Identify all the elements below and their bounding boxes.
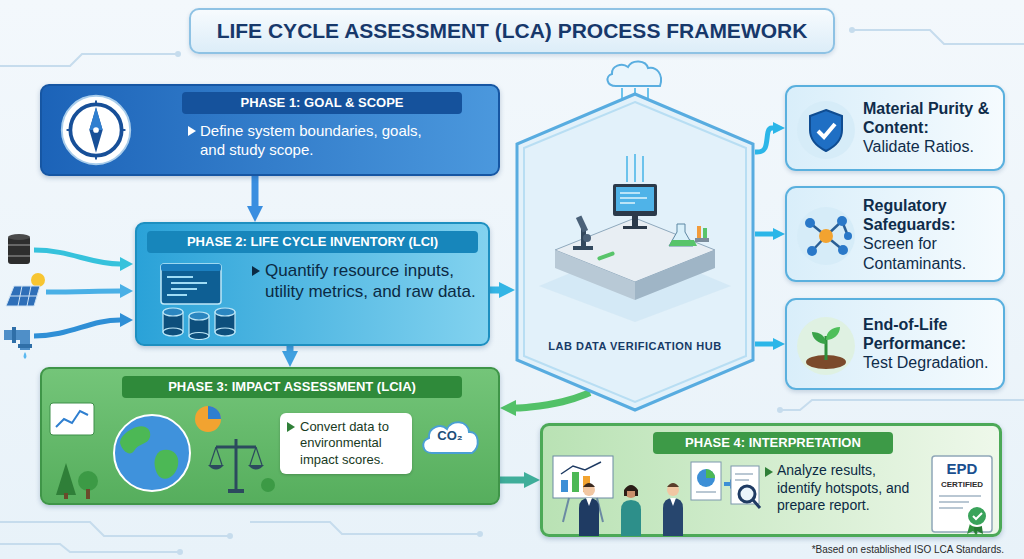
meeting-illustration-art (553, 456, 760, 536)
impact-illustration (48, 399, 276, 499)
hexagon-inner-line (524, 102, 746, 402)
phase-heading: PHASE 2: LIFE CYCLE INVENTORY (LCI) (147, 231, 478, 253)
input-arrows (34, 250, 133, 336)
verification-card: End-of-Life Performance:Test Degradation… (785, 298, 1005, 390)
bullet-marker (287, 422, 295, 432)
caption-holder: *Based on established ISO LCA Standards. (812, 544, 1004, 556)
text-holder: PHASE 1: GOAL & SCOPE (182, 92, 462, 114)
phase-heading: PHASE 1: GOAL & SCOPE (182, 92, 462, 114)
phase-description: Convert data to environmental impact sco… (280, 413, 412, 474)
check-detail: Validate Ratios. (863, 138, 999, 157)
hexagon-fill (517, 94, 753, 410)
check-heading: Material Purity & Content: (863, 99, 999, 137)
circuit-lines (0, 30, 1024, 552)
verification-card: Regulatory Safeguards:Screen for Contami… (785, 186, 1005, 282)
bullet-marker (188, 126, 196, 136)
co2-label: CO₂ (418, 428, 482, 444)
lab-desk-illustration-art (539, 154, 731, 322)
phase-description: Analyze results, identify hotspots, and … (777, 462, 923, 515)
phase-box: PHASE 1: GOAL & SCOPE Define system bound… (40, 84, 500, 176)
text-holder: PHASE 2: LIFE CYCLE INVENTORY (LCI) (147, 231, 478, 253)
lab-desk-illustration (535, 154, 735, 324)
phase-box: PHASE 3: IMPACT ASSESSMENT (LCIA) Convert… (40, 367, 500, 505)
flow-arrow (755, 232, 773, 237)
text-stack: Regulatory Safeguards:Screen for Contami… (863, 196, 999, 273)
phase-box: PHASE 4: INTERPRETATION Analyze results, … (540, 423, 1002, 537)
inventory-icon (157, 262, 245, 340)
text-holder: LAB DATA VERIFICATION HUB (545, 340, 725, 353)
shield-icon-art (797, 101, 855, 159)
flow-arrow (516, 393, 590, 409)
inventory-icon-art (161, 264, 235, 340)
check-detail: Screen for Contaminants. (863, 234, 999, 272)
compass-icon (58, 92, 134, 168)
label-holder: CERTIFIED (929, 480, 995, 490)
bullet-marker (252, 266, 260, 276)
certified-label: CERTIFIED (929, 480, 995, 490)
label-holder: EPD (929, 460, 995, 478)
text-stack: Material Purity & Content:Validate Ratio… (863, 99, 999, 157)
verification-card: Material Purity & Content:Validate Ratio… (785, 85, 1005, 171)
water-pipe-icon (4, 327, 32, 359)
text-holder: Analyze results, identify hotspots, and … (777, 462, 923, 515)
text-holder: Convert data to environmental impact sco… (280, 413, 412, 474)
check-detail: Test Degradation. (863, 354, 999, 373)
text-stack: End-of-Life Performance:Test Degradation… (863, 315, 999, 373)
bullet-marker (765, 467, 773, 477)
oil-barrel-icon (8, 234, 30, 264)
phase-box: PHASE 2: LIFE CYCLE INVENTORY (LCI) Quant… (135, 222, 490, 346)
sprout-icon (796, 316, 856, 376)
text-holder: PHASE 4: INTERPRETATION (653, 432, 893, 454)
flow-arrow (252, 176, 259, 206)
flow-arrow (755, 342, 773, 347)
label-holder: CO₂ (418, 428, 482, 444)
flow-arrow (490, 287, 499, 294)
impact-illustration-art (50, 403, 275, 499)
sprout-icon-art (797, 317, 855, 375)
text-holder: Quantify resource inputs, utility metric… (265, 260, 483, 303)
phase-heading: PHASE 4: INTERPRETATION (653, 432, 893, 454)
flow-arrow (500, 477, 524, 484)
title-holder: LIFE CYCLE ASSESSMENT (LCA) PROCESS FRAM… (0, 8, 1024, 54)
shield-icon (796, 100, 856, 160)
compass-icon-art (62, 96, 130, 164)
diagram-title: LIFE CYCLE ASSESSMENT (LCA) PROCESS FRAM… (189, 8, 836, 54)
hub-hexagon: LAB DATA VERIFICATION HUB (515, 92, 755, 412)
footnote: *Based on established ISO LCA Standards. (812, 544, 1004, 556)
flow-arrow (755, 128, 773, 152)
check-heading: Regulatory Safeguards: (863, 196, 999, 234)
text-holder: Define system boundaries, goals, and stu… (200, 122, 440, 160)
phase-heading: PHASE 3: IMPACT ASSESSMENT (LCIA) (122, 376, 462, 398)
text-holder: PHASE 3: IMPACT ASSESSMENT (LCIA) (122, 376, 462, 398)
phase-description: Define system boundaries, goals, and stu… (200, 122, 440, 160)
molecule-icon-art (797, 207, 855, 265)
meeting-illustration (549, 452, 764, 536)
epd-label: EPD (929, 460, 995, 478)
check-heading: End-of-Life Performance: (863, 315, 999, 353)
flow-arrow (287, 346, 294, 351)
hub-label: LAB DATA VERIFICATION HUB (545, 340, 725, 353)
solar-panel-icon (6, 273, 45, 306)
phase-description: Quantify resource inputs, utility metric… (265, 260, 483, 303)
molecule-icon (796, 206, 856, 266)
